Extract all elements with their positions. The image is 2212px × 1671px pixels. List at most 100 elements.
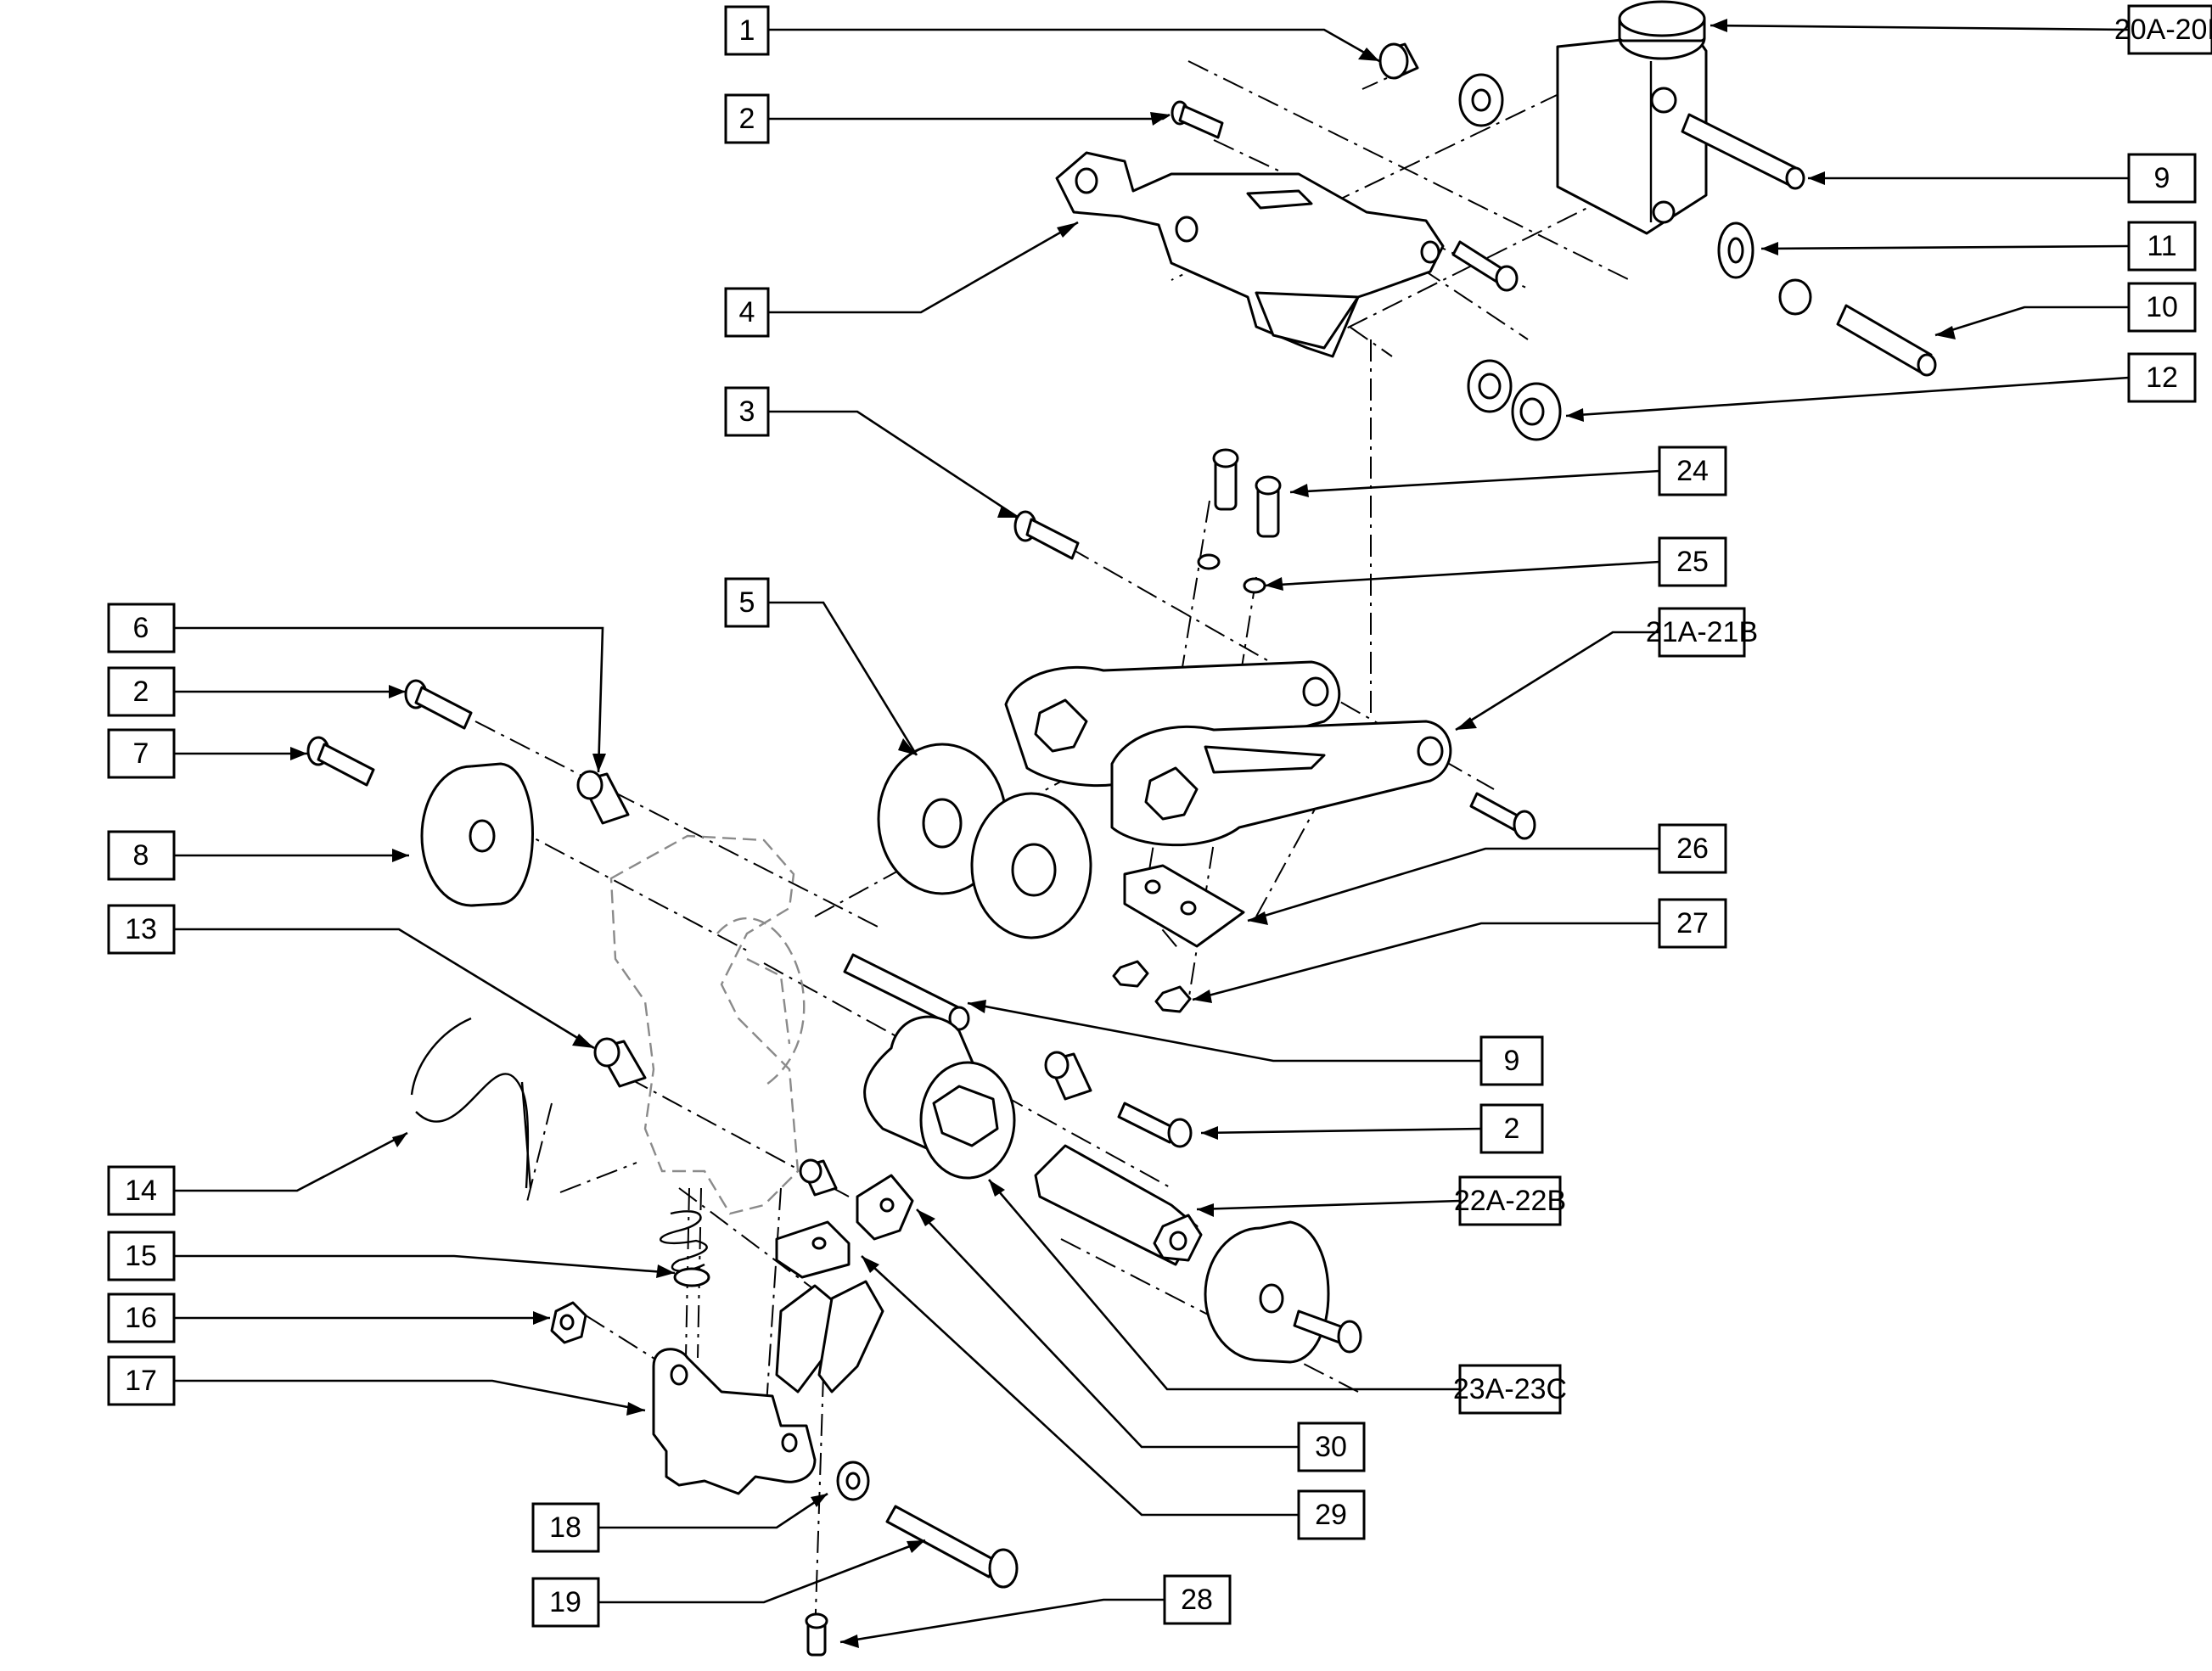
callout-5: 5 (724, 577, 770, 628)
callout-2-right: 2 (1479, 1103, 1544, 1154)
svg-text:22A-22B: 22A-22B (1454, 1185, 1566, 1217)
svg-text:29: 29 (1315, 1499, 1347, 1531)
svg-text:15: 15 (125, 1240, 157, 1272)
svg-text:30: 30 (1315, 1431, 1347, 1463)
svg-text:9: 9 (1504, 1045, 1520, 1077)
part-24-cap-screws (1212, 448, 1282, 538)
svg-text:6: 6 (133, 612, 149, 644)
callouts: 1 2 4 3 5 6 2 7 8 13 14 15 16 17 18 19 2… (107, 4, 2212, 1628)
svg-text:11: 11 (2147, 230, 2176, 262)
callout-4: 4 (724, 287, 770, 338)
svg-text:13: 13 (125, 913, 157, 945)
svg-text:21A-21B: 21A-21B (1646, 616, 1758, 648)
svg-text:3: 3 (739, 395, 755, 428)
callout-23a-23c: 23A-23C (1453, 1364, 1567, 1415)
svg-text:2: 2 (133, 676, 149, 708)
callout-14: 14 (107, 1165, 176, 1216)
washer-top (1458, 73, 1504, 127)
callout-2-top: 2 (724, 93, 770, 144)
svg-text:1: 1 (739, 14, 755, 47)
right-puck (1204, 1220, 1362, 1364)
screw-under-bracket (1451, 240, 1519, 292)
svg-text:7: 7 (133, 737, 149, 770)
callout-9-top: 9 (2127, 153, 2197, 204)
callout-15: 15 (107, 1231, 176, 1281)
callout-8: 8 (107, 830, 176, 881)
part-19-screw (885, 1505, 1019, 1589)
svg-text:8: 8 (133, 839, 149, 872)
callout-16: 16 (107, 1293, 176, 1343)
callout-2-left: 2 (107, 666, 176, 717)
part-4-bracket (1055, 151, 1445, 358)
callout-11: 11 (2127, 221, 2197, 272)
callout-3: 3 (724, 386, 770, 437)
part-13-bushing (593, 1037, 647, 1088)
svg-text:12: 12 (2146, 362, 2178, 394)
part-8-puck (420, 762, 534, 907)
svg-text:24: 24 (1676, 455, 1709, 487)
part-11-washer (1717, 221, 1754, 279)
part-16-nut (550, 1301, 587, 1344)
svg-text:9: 9 (2154, 162, 2170, 194)
svg-text:10: 10 (2146, 291, 2178, 323)
part-2-bushing-right (1044, 1051, 1092, 1101)
callout-25: 25 (1658, 536, 1727, 587)
callout-1: 1 (724, 5, 770, 56)
svg-text:28: 28 (1181, 1584, 1213, 1616)
small-bushing-center (799, 1158, 838, 1197)
callout-6: 6 (107, 603, 176, 653)
callout-28: 28 (1163, 1574, 1232, 1625)
part-1-spacer (1378, 42, 1419, 80)
part-18-washer (836, 1461, 870, 1501)
callout-10: 10 (2127, 282, 2197, 333)
part-12-bumpers (1467, 359, 1562, 441)
callout-29: 29 (1297, 1489, 1366, 1540)
callout-19: 19 (531, 1577, 600, 1628)
svg-text:23A-23C: 23A-23C (1453, 1373, 1567, 1405)
part-14-wire-spring (410, 1017, 532, 1189)
part-2-screw-left (404, 679, 473, 730)
part-5-washers (877, 743, 1092, 939)
part-20-clamp-block (1556, 0, 1708, 235)
screw-right-of-arms (1469, 792, 1536, 840)
svg-text:2: 2 (739, 103, 755, 135)
svg-text:19: 19 (549, 1586, 581, 1618)
part-26-block (1123, 864, 1245, 948)
callout-12: 12 (2127, 352, 2197, 403)
callout-18: 18 (531, 1502, 600, 1553)
phantom-bracket (609, 834, 806, 1215)
part-2-screw-top (1171, 100, 1224, 139)
part-9-pin-top (1681, 113, 1805, 190)
svg-text:20A-20B: 20A-20B (2114, 14, 2212, 46)
svg-text:17: 17 (125, 1365, 157, 1397)
part-3-screw (1013, 510, 1080, 560)
part-22-hex-bar (1034, 1144, 1203, 1266)
part-25-washers (1197, 553, 1266, 594)
callout-22a-22b: 22A-22B (1454, 1175, 1566, 1226)
arrowheads (290, 19, 1956, 1648)
part-17-bracket (652, 1280, 884, 1495)
callout-13: 13 (107, 904, 176, 955)
part-23-housing (863, 1015, 1016, 1180)
callout-27: 27 (1658, 898, 1727, 949)
callout-21a-21b: 21A-21B (1646, 607, 1758, 658)
part-29-block (775, 1220, 851, 1279)
svg-text:27: 27 (1676, 907, 1709, 939)
svg-text:16: 16 (125, 1302, 157, 1334)
part-2-screw-right (1117, 1102, 1193, 1148)
part-7-screw (306, 736, 375, 787)
callout-17: 17 (107, 1355, 176, 1406)
svg-text:5: 5 (739, 586, 755, 619)
svg-text:14: 14 (125, 1175, 157, 1207)
part-10-pin (1778, 278, 1937, 377)
svg-text:4: 4 (739, 296, 755, 328)
leader-lines (174, 24, 2130, 1644)
callout-20a-20b: 20A-20B (2114, 4, 2212, 55)
svg-text:26: 26 (1676, 833, 1709, 865)
part-27-nuts (1112, 960, 1192, 1013)
part-21-arm-plates (1004, 660, 1452, 847)
part-9-pin-middle (843, 953, 970, 1031)
svg-text:2: 2 (1504, 1113, 1520, 1145)
callout-26: 26 (1658, 823, 1727, 874)
